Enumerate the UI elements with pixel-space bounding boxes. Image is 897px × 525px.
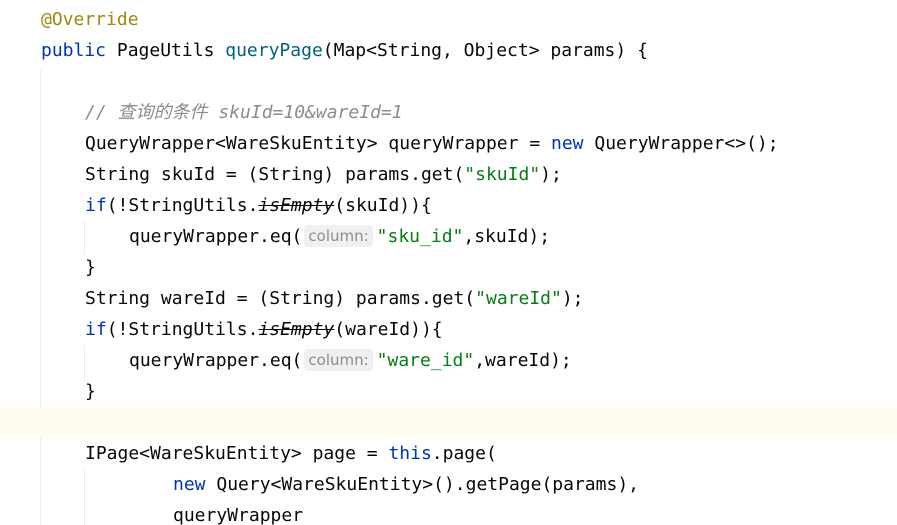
code-line[interactable]: if(!StringUtils.isEmpty(wareId)){ <box>0 314 897 345</box>
parameter-hint: column: <box>304 349 373 371</box>
keyword: if <box>85 195 107 216</box>
string-literal: "ware_id" <box>376 350 475 371</box>
code-text: queryWrapper.eq( <box>129 350 303 371</box>
code-line[interactable]: String skuId = (String) params.get("skuI… <box>0 159 897 190</box>
method-name: queryPage <box>225 40 323 61</box>
string-literal: "wareId" <box>475 288 562 309</box>
code-text: ); <box>540 164 562 185</box>
keyword: this <box>388 443 432 464</box>
code-text: ,skuId); <box>463 226 551 247</box>
closing-brace: } <box>85 381 96 402</box>
code-line[interactable]: IPage<WareSkuEntity> page = this.page( <box>0 438 897 469</box>
keyword: public <box>41 40 107 61</box>
code-text: String skuId = (String) params.get( <box>85 164 465 185</box>
closing-brace: } <box>85 257 96 278</box>
code-text: .page( <box>431 443 497 464</box>
code-text: (!StringUtils. <box>106 195 259 216</box>
code-line[interactable]: queryWrapper.eq(column:"ware_id",wareId)… <box>0 345 897 376</box>
annotation: @Override <box>41 9 139 30</box>
code-text: (wareId)){ <box>334 319 443 340</box>
indent-guide <box>84 345 85 380</box>
code-text: (skuId)){ <box>334 195 432 216</box>
code-line[interactable]: queryWrapper.eq(column:"sku_id",skuId); <box>0 221 897 252</box>
parameter-hint: column: <box>304 225 373 247</box>
current-line-highlight[interactable] <box>0 407 897 438</box>
code-text: IPage<WareSkuEntity> page = <box>85 443 389 464</box>
code-line[interactable]: } <box>0 376 897 407</box>
indent-guide <box>84 220 85 255</box>
code-text: QueryWrapper<>(); <box>583 133 779 154</box>
code-text: ); <box>561 288 584 309</box>
code-text: queryWrapper.eq( <box>129 226 303 247</box>
code-text: String wareId = (String) params.get( <box>85 288 476 309</box>
return-type: PageUtils <box>106 40 226 61</box>
method-params: (Map<String, Object> params) { <box>322 40 648 61</box>
code-text: (!StringUtils. <box>106 319 259 340</box>
comment: // 查询的条件 skuId=10&wareId=1 <box>85 102 403 123</box>
code-line[interactable]: if(!StringUtils.isEmpty(skuId)){ <box>0 190 897 221</box>
code-line[interactable]: @Override <box>0 4 897 35</box>
keyword: new <box>551 133 584 154</box>
indent-guide <box>40 70 41 525</box>
code-line[interactable]: public PageUtils queryPage(Map<String, O… <box>0 35 897 66</box>
static-method: isEmpty <box>258 195 335 216</box>
code-line[interactable]: QueryWrapper<WareSkuEntity> queryWrapper… <box>0 128 897 159</box>
code-line[interactable] <box>0 66 897 97</box>
string-literal: "skuId" <box>464 164 541 185</box>
indent-guide <box>84 470 85 525</box>
code-text: queryWrapper <box>173 505 304 525</box>
keyword: new <box>173 474 206 495</box>
code-text: Query<WareSkuEntity>().getPage(params), <box>205 474 639 495</box>
code-line[interactable]: new Query<WareSkuEntity>().getPage(param… <box>0 469 897 500</box>
code-text: ,wareId); <box>474 350 572 371</box>
static-method: isEmpty <box>258 319 335 340</box>
code-line[interactable]: String wareId = (String) params.get("war… <box>0 283 897 314</box>
keyword: if <box>85 319 107 340</box>
code-line[interactable]: queryWrapper <box>0 500 897 525</box>
code-line[interactable]: } <box>0 252 897 283</box>
string-literal: "sku_id" <box>376 226 464 247</box>
code-line[interactable]: // 查询的条件 skuId=10&wareId=1 <box>0 97 897 128</box>
code-text: QueryWrapper<WareSkuEntity> queryWrapper… <box>85 133 551 154</box>
